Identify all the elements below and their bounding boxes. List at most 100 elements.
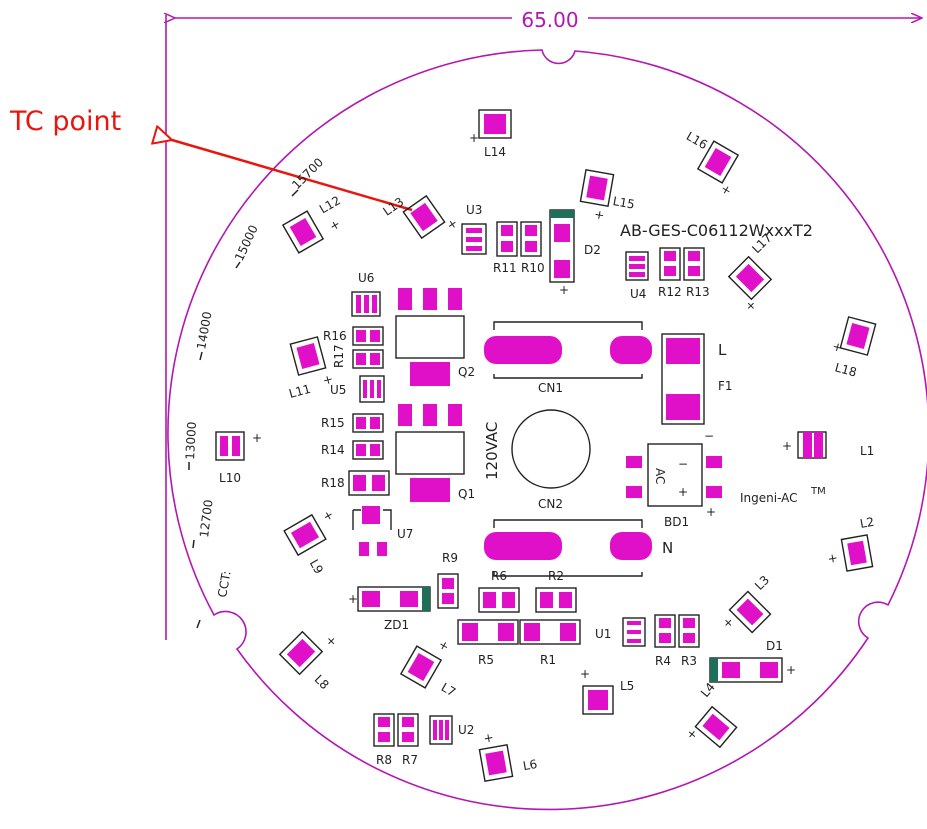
svg-text:R9: R9 [442,551,458,565]
led-component: + L15 [579,169,636,223]
cct-tick [199,351,203,361]
svg-text:+: + [444,215,460,232]
svg-text:+: + [469,131,479,145]
led-component: + L17 [727,231,775,314]
svg-text:R7: R7 [402,753,418,767]
dimension-annotation: 65.00 [166,8,922,640]
resistor: R17 [332,344,384,369]
led-component: + L2 [826,515,875,572]
tc-point-label: TC point [9,106,121,137]
led-component: + L11 [287,336,335,401]
ic-u3: U3 [461,203,487,255]
svg-text:+: + [348,592,358,606]
led-component: + L7 [399,637,458,699]
svg-text:R5: R5 [478,653,494,667]
diode-d1: + D1 [709,639,796,683]
svg-text:R11: R11 [493,261,517,275]
resistor: R13 [683,247,710,299]
svg-text:Q2: Q2 [458,365,475,379]
resistor: R16 [323,326,384,346]
cct-value: 15000 [232,223,261,264]
svg-text:R14: R14 [321,443,345,457]
resistor: R14 [321,440,384,460]
svg-text:R18: R18 [321,476,345,490]
svg-text:R1: R1 [540,653,556,667]
svg-text:+: + [831,339,844,355]
ic-u4: U4 [625,251,649,301]
svg-text:+: + [826,551,838,567]
resistor: R15 [321,413,384,433]
cct-tick [196,619,201,629]
cct-value: 12700 [197,499,216,539]
svg-text:+: + [321,372,334,388]
cct-tick [192,539,195,549]
svg-text:−: − [704,429,714,443]
resistor: R18 [321,470,390,496]
led-component: + L18 [831,316,877,380]
resistor: R5 [457,619,519,667]
svg-text:L13: L13 [380,195,406,219]
resistor: R3 [678,614,700,668]
svg-text:R8: R8 [376,753,392,767]
svg-text:U2: U2 [458,723,474,737]
svg-text:BD1: BD1 [664,515,689,529]
svg-text:U6: U6 [358,271,374,285]
connector-cn2: CN2 [484,497,652,577]
transistor-q2: Q2 [395,288,475,386]
led-component: + L16 [684,129,740,198]
svg-text:−: − [678,457,688,471]
part-number: AB-GES-C06112WxxxT2 [620,221,813,240]
ic-u7: U7 [352,506,413,556]
ic-u1: U1 [595,617,646,647]
svg-text:R13: R13 [686,285,710,299]
resistor: R11 [493,221,518,275]
cct-tick [291,189,299,197]
svg-text:U4: U4 [630,287,646,301]
cct-value: 15700 [289,155,326,192]
resistor: R12 [658,247,682,299]
svg-text:U7: U7 [397,527,413,541]
connector-cn1: CN1 [484,321,652,395]
svg-text:L9: L9 [307,557,326,576]
cct-value: 13000 [183,421,199,460]
led-component: + L14 [469,109,512,159]
ic-u5: U5 [330,375,385,403]
svg-text:+: + [786,663,796,677]
svg-text:L3: L3 [752,573,772,593]
svg-text:L4: L4 [698,680,718,700]
cct-tick [235,261,241,269]
led-component: + L6 [478,730,538,782]
svg-text:+: + [323,632,340,649]
svg-text:D1: D1 [766,639,783,653]
svg-text:L8: L8 [312,672,332,692]
trademark-mark: TM [810,486,826,497]
svg-text:AC: AC [653,468,667,484]
resistor: R9 [437,551,459,609]
ic-u2: U2 [429,715,474,745]
svg-text:L11: L11 [287,382,312,401]
svg-text:L5: L5 [620,679,634,693]
svg-text:R10: R10 [521,261,545,275]
svg-text:R15: R15 [321,416,345,430]
resistor: R2 [535,569,577,613]
ics: U1 U2 U3 U4 U5 U6 U7 [330,203,649,745]
svg-text:D2: D2 [584,243,601,257]
svg-text:U5: U5 [330,383,346,397]
mounting-hole [511,409,591,489]
svg-text:L7: L7 [439,680,458,699]
led-component: + L9 [283,508,337,576]
svg-text:+: + [436,637,452,654]
neutral-marker: N [662,539,673,557]
resistors: R16 R17 R15 R14 R18 R11 R10 [321,221,710,767]
bridge-bd1: AC − + − + BD1 [626,429,722,529]
resistor: R10 [520,221,545,275]
resistor: R7 [397,713,419,767]
led-component: + L3 [720,573,772,634]
svg-text:R12: R12 [658,285,682,299]
svg-text:L14: L14 [484,145,506,159]
svg-text:L18: L18 [833,360,858,379]
svg-text:+: + [252,431,262,445]
svg-text:+: + [706,505,716,519]
svg-text:+: + [482,730,494,746]
